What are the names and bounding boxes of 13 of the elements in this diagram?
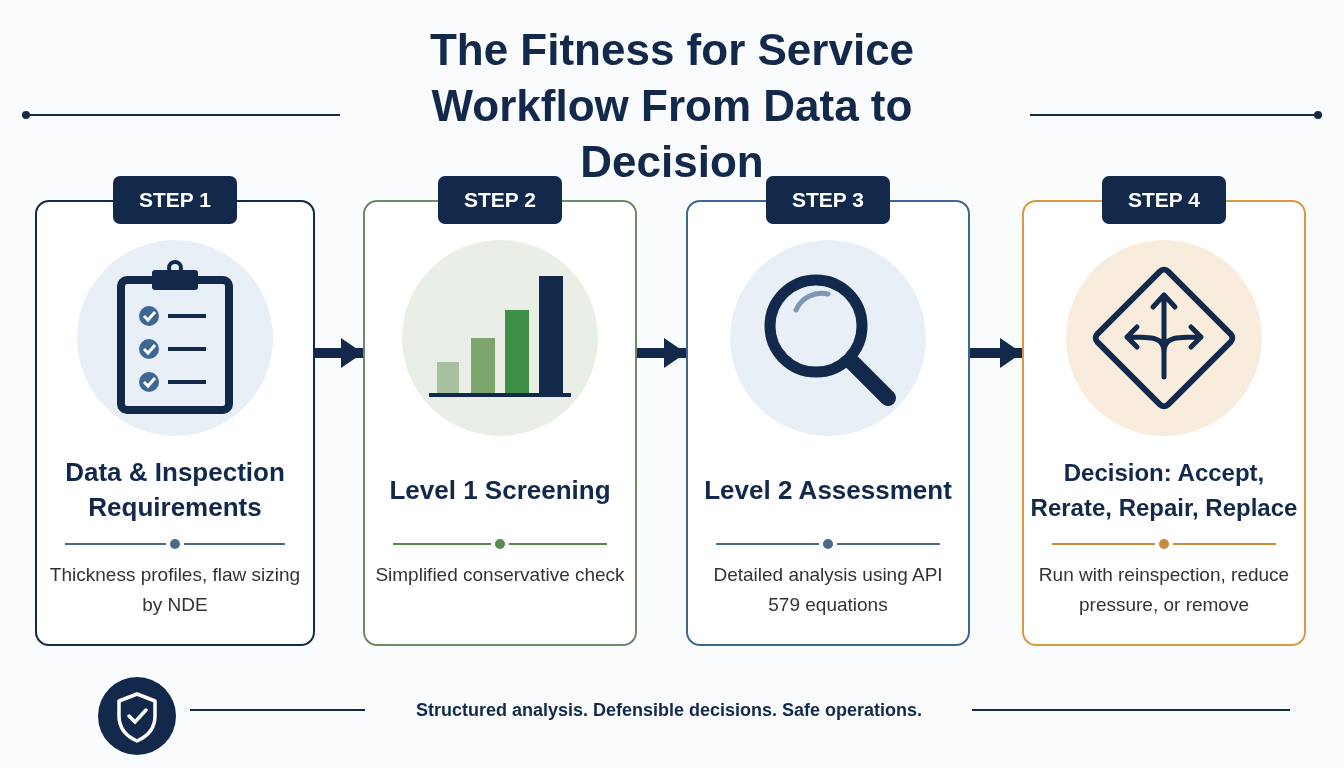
step-description: Detailed analysis using API 579 equations [712, 563, 944, 617]
step-description: Run with reinspection, reduce pressure, or remove [1037, 563, 1291, 617]
step-description: Simplified conservative check [374, 563, 626, 587]
step-badge: STEP 4 [1102, 176, 1226, 224]
step-heading: Data & Inspection Requirements [64, 456, 286, 524]
step-badge: STEP 2 [438, 176, 562, 224]
tagline: Structured analysis. Defensible decisions. Safe operations. [414, 700, 924, 721]
step-heading: Level 1 Screening [388, 473, 612, 507]
step-heading: Decision: Accept, Rerate, Repair, Replace [1029, 458, 1299, 523]
step-description: Thickness profiles, flaw sizing by NDE [48, 563, 302, 617]
step-badge: STEP 3 [766, 176, 890, 224]
step-heading: Level 2 Assessment [703, 473, 953, 507]
step-badge: STEP 1 [113, 176, 237, 224]
